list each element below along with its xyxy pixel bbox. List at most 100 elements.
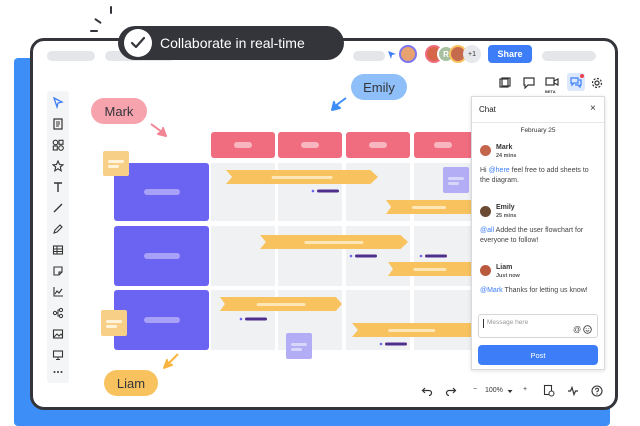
column-header[interactable] (278, 132, 342, 158)
cursor-tag-liam: Liam (104, 370, 158, 396)
beta-label: BETA (545, 89, 556, 94)
message-body: Added the user flowchart for everyone to… (480, 227, 584, 244)
zoom-level[interactable]: 100% (485, 387, 503, 394)
sticky-note[interactable] (101, 310, 127, 336)
mention[interactable]: @all (480, 227, 495, 234)
message-input[interactable]: Message here @ (478, 314, 598, 338)
mention-icon[interactable]: @ (573, 325, 582, 334)
message-text: @all Added the user flowchart for everyo… (480, 226, 598, 246)
help-icon[interactable] (591, 385, 603, 397)
dependency-marker (311, 189, 339, 193)
redo-icon[interactable] (445, 385, 457, 397)
grid-cell (414, 290, 471, 350)
cursor-icon (388, 51, 396, 59)
message-text: Hi @here feel free to add sheets to the … (480, 166, 598, 186)
message-time: 25 mins (496, 213, 517, 219)
mention[interactable]: @here (488, 167, 510, 174)
check-icon (124, 29, 152, 57)
timeline-bar[interactable] (352, 323, 471, 337)
line-icon[interactable] (52, 202, 64, 214)
text-caret (483, 319, 484, 328)
zoom-out-button[interactable]: − (472, 386, 478, 393)
timeline-bar[interactable] (220, 297, 342, 311)
sticky-note-icon[interactable] (52, 265, 64, 277)
cursor-arrow-icon (163, 353, 179, 369)
export-icon[interactable] (543, 384, 555, 397)
dependency-marker (379, 342, 407, 346)
timeline-bar[interactable] (388, 262, 471, 276)
select-icon[interactable] (52, 97, 64, 109)
message-body: Thanks for letting us know! (502, 287, 588, 294)
banner-text: Collaborate in real-time (160, 35, 305, 51)
message-body: feel free to add sheets to the diagram. (480, 167, 589, 184)
document-icon[interactable] (52, 118, 64, 130)
collaborator-count[interactable]: +1 (463, 45, 481, 63)
chat-panel: Chat × February 25 Mark 24 mins Hi @here… (471, 96, 605, 370)
message-author: Liam (496, 264, 513, 271)
left-toolbar (47, 91, 69, 383)
message-placeholder: Message here (487, 319, 529, 326)
sticky-note[interactable] (286, 333, 312, 359)
mention[interactable]: @Mark (480, 287, 503, 294)
undo-icon[interactable] (421, 385, 433, 397)
menu-placeholder (353, 51, 385, 61)
settings-icon[interactable] (591, 77, 603, 89)
column-header[interactable] (414, 132, 471, 158)
logo-placeholder (47, 51, 95, 61)
sticky-note[interactable] (443, 167, 469, 193)
chevron-down-icon[interactable] (507, 389, 513, 394)
emoji-icon[interactable] (583, 325, 592, 334)
chat-title: Chat (479, 105, 496, 114)
star-icon[interactable] (52, 160, 64, 172)
message-author: Emily (496, 204, 515, 211)
shapes-icon[interactable] (52, 139, 64, 151)
close-chat-button[interactable]: × (590, 103, 596, 114)
flowchart-icon[interactable] (52, 307, 64, 319)
comment-icon[interactable] (523, 77, 535, 89)
zoom-in-button[interactable]: + (522, 386, 528, 393)
dependency-marker (239, 317, 267, 321)
chat-toggle-button[interactable] (567, 73, 585, 91)
collaborator-avatar[interactable] (399, 45, 417, 63)
divider (472, 122, 604, 123)
chat-icon (570, 77, 582, 88)
row-header[interactable] (114, 226, 209, 286)
message-text: @Mark Thanks for letting us know! (480, 286, 598, 296)
present-icon[interactable] (52, 349, 64, 361)
text-icon[interactable] (52, 181, 64, 193)
pen-icon[interactable] (52, 223, 64, 235)
video-icon[interactable] (545, 76, 559, 88)
sticky-note[interactable] (103, 151, 129, 176)
more-icon[interactable] (52, 368, 64, 376)
column-header[interactable] (211, 132, 275, 158)
grid-cell (346, 290, 410, 350)
avatar (480, 206, 491, 217)
message-author: Mark (496, 144, 513, 151)
notification-dot (580, 74, 584, 78)
account-placeholder (542, 51, 596, 61)
message-time: Just now (496, 273, 520, 279)
cursor-tag-emily: Emily (351, 74, 407, 100)
row-header[interactable] (114, 290, 209, 350)
share-button[interactable]: Share (488, 45, 532, 63)
dependency-marker (349, 254, 377, 258)
avatar (480, 265, 491, 276)
dependency-marker (419, 254, 447, 258)
pages-icon[interactable] (499, 77, 511, 89)
table-icon[interactable] (52, 244, 64, 256)
chart-icon[interactable] (52, 286, 64, 298)
image-icon[interactable] (52, 328, 64, 340)
collaborate-banner: Collaborate in real-time (118, 26, 344, 60)
post-button[interactable]: Post (478, 345, 598, 365)
chat-date: February 25 (520, 127, 556, 134)
avatar (480, 145, 491, 156)
activity-icon[interactable] (567, 385, 579, 397)
message-prefix: Hi (480, 167, 489, 174)
column-header[interactable] (346, 132, 410, 158)
timeline-bar[interactable] (386, 200, 471, 214)
timeline-bar[interactable] (260, 235, 408, 249)
timeline-bar[interactable] (226, 170, 378, 184)
row-header[interactable] (114, 163, 209, 221)
cursor-arrow-icon (331, 97, 347, 111)
cursor-arrow-icon (150, 123, 167, 137)
